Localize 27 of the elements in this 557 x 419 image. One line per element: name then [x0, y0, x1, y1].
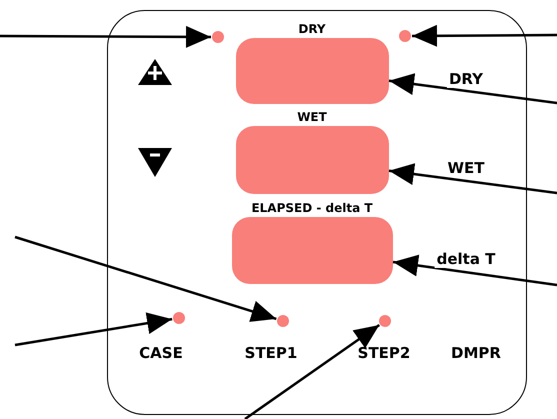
display-panel: [236, 22, 388, 104]
indicator-light: [172, 312, 184, 324]
arrow: [412, 24, 557, 47]
arrow: [244, 324, 380, 419]
edge-label: DRY: [446, 70, 486, 88]
indicator-label: STEP2: [358, 344, 410, 362]
indicator-light: [398, 30, 410, 42]
indicator-light: [212, 30, 224, 42]
arrow: [0, 26, 211, 48]
arrow: [392, 254, 557, 286]
edge-label: delta T: [434, 250, 498, 268]
indicator-label: CASE: [139, 344, 183, 362]
arrow: [14, 312, 172, 346]
indicator-label: DMPR: [451, 344, 501, 362]
arrow: [14, 236, 277, 322]
display-heading: WET: [297, 110, 327, 124]
display-heading: ELAPSED - delta T: [251, 200, 373, 214]
indicator-light: [276, 314, 288, 326]
display-heading: DRY: [298, 22, 326, 36]
display-panel: [236, 110, 388, 194]
controller-panel: [107, 10, 527, 415]
edge-label: WET: [445, 159, 487, 177]
indicator-label: STEP1: [244, 344, 298, 362]
arrow: [388, 73, 557, 104]
arrow: [388, 163, 557, 194]
indicator-light: [378, 314, 390, 326]
display-panel: [232, 200, 392, 284]
